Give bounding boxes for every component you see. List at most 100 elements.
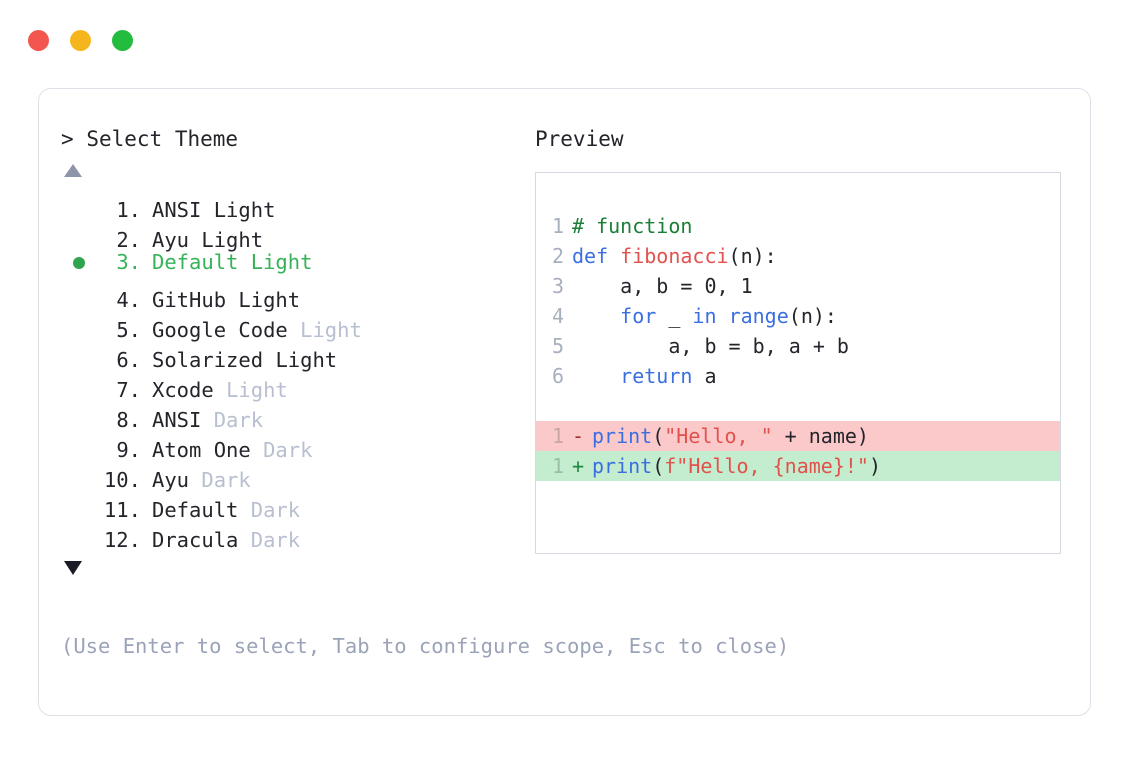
theme-list-item[interactable]: 4.GitHub Light (61, 277, 541, 312)
code-line: 2 def fibonacci(n): (536, 241, 1060, 271)
theme-item-name: Default (152, 250, 239, 274)
theme-list-item[interactable]: 5.Google Code Light (61, 307, 541, 342)
line-number: 6 (551, 364, 564, 388)
line-number: 1 (551, 214, 564, 238)
selection-bullet-cell (61, 487, 95, 517)
token: ) (868, 454, 882, 478)
theme-item-gap (263, 345, 275, 375)
code-text: return a (572, 361, 1060, 391)
code-text: def fibonacci(n): (572, 241, 1060, 271)
theme-list-item[interactable]: 6. Solarized Light (61, 337, 541, 372)
theme-item-index: 5. (116, 318, 141, 342)
prompt-marker: > (61, 127, 74, 151)
token: # function (572, 214, 693, 238)
token: a, b = b, a + b (572, 334, 849, 358)
theme-list-item[interactable]: 8. ANSI Dark (61, 397, 541, 432)
theme-item-gap (226, 285, 238, 315)
selection-bullet-cell (61, 277, 95, 307)
theme-item-variant: Light (201, 228, 264, 252)
line-number: 1 (551, 424, 564, 448)
theme-item-index: 6. (116, 348, 141, 372)
theme-item-name: Xcode (152, 378, 214, 402)
theme-item-index: 9. (116, 438, 141, 462)
diff-line-del: 1-print("Hello, " + name) (536, 421, 1060, 451)
code-text: a, b = 0, 1 (572, 271, 1060, 301)
code-line: 6 return a (536, 361, 1060, 391)
theme-item-name: Default (152, 498, 239, 522)
selected-bullet-icon (73, 257, 85, 269)
theme-item-gap (201, 405, 213, 435)
selection-bullet-cell (61, 397, 95, 427)
theme-item-name: ANSI (152, 198, 202, 222)
code-line: 5 a, b = b, a + b (536, 331, 1060, 361)
token: def (572, 244, 621, 268)
theme-item-name: Ayu (152, 468, 190, 492)
code-text: # function (572, 211, 1060, 241)
theme-item-gap (238, 525, 250, 555)
minimize-button[interactable] (70, 30, 91, 51)
theme-item-index: 7. (116, 378, 141, 402)
theme-item-variant: Light (275, 348, 338, 372)
selection-bullet-cell (61, 457, 95, 487)
theme-item-index: 2. (116, 228, 141, 252)
selection-bullet-cell (61, 187, 95, 217)
theme-item-index: 10. (103, 468, 141, 492)
theme-item-name: Solarized (152, 348, 264, 372)
prompt-line: > Select Theme (61, 129, 541, 150)
selection-bullet-cell (61, 217, 95, 247)
token (572, 364, 620, 388)
token: print (592, 454, 653, 478)
scroll-down-icon[interactable] (64, 561, 82, 575)
theme-list-item[interactable]: 12.Dracula Dark (61, 517, 541, 552)
selection-bullet-cell (61, 248, 95, 278)
token (572, 304, 620, 328)
theme-item-variant: Dark (250, 528, 301, 552)
line-number: 3 (551, 274, 564, 298)
line-number: 5 (551, 334, 564, 358)
line-number: 2 (551, 244, 564, 268)
theme-list-item[interactable]: 3.Default Light (61, 247, 541, 277)
theme-item-name: Dracula (152, 528, 239, 552)
theme-list-item[interactable]: 9.Atom One Dark (61, 427, 541, 462)
token: range (728, 304, 789, 328)
theme-item-name: ANSI (152, 408, 202, 432)
theme-item-gap (189, 465, 201, 495)
theme-list-item[interactable]: 7. Xcode Light (61, 367, 541, 402)
token: a, b = (572, 274, 705, 298)
maximize-button[interactable] (112, 30, 133, 51)
theme-item-variant: Dark (213, 408, 264, 432)
preview-label: Preview (535, 127, 624, 151)
code-text: a, b = b, a + b (572, 331, 1060, 361)
theme-list-item[interactable]: 1.ANSI Light (61, 187, 541, 222)
keyboard-hint: (Use Enter to select, Tab to configure s… (61, 634, 790, 658)
selection-bullet-cell (61, 427, 95, 457)
theme-item-name: GitHub (152, 288, 227, 312)
selection-bullet-cell (61, 517, 95, 547)
theme-list-item[interactable]: 2.Ayu Light (61, 217, 541, 252)
theme-item-gap (238, 495, 250, 525)
scroll-up-icon[interactable] (64, 164, 82, 177)
theme-item-index: 3. (116, 250, 141, 274)
token: , (716, 274, 741, 298)
token: fibonacci (620, 244, 729, 268)
token: ( (652, 424, 665, 448)
theme-item-variant: Light (238, 288, 301, 312)
diff-marker: + (572, 454, 585, 478)
theme-item-variant: Light (226, 378, 288, 402)
theme-item-index: 8. (116, 408, 141, 432)
theme-list-item[interactable]: 10.Ayu Dark (61, 457, 541, 492)
line-number: 4 (551, 304, 564, 328)
code-line: 3 a, b = 0, 1 (536, 271, 1060, 301)
close-button[interactable] (28, 30, 49, 51)
theme-item-variant: Light (300, 318, 362, 342)
token: "Hello, " (664, 424, 773, 448)
theme-item-variant: Dark (250, 498, 301, 522)
code-text: print("Hello, " + name) (592, 421, 1060, 451)
theme-list-item[interactable]: 11.Default Dark (61, 487, 541, 522)
token: return (620, 364, 693, 388)
token: _ (656, 304, 693, 328)
